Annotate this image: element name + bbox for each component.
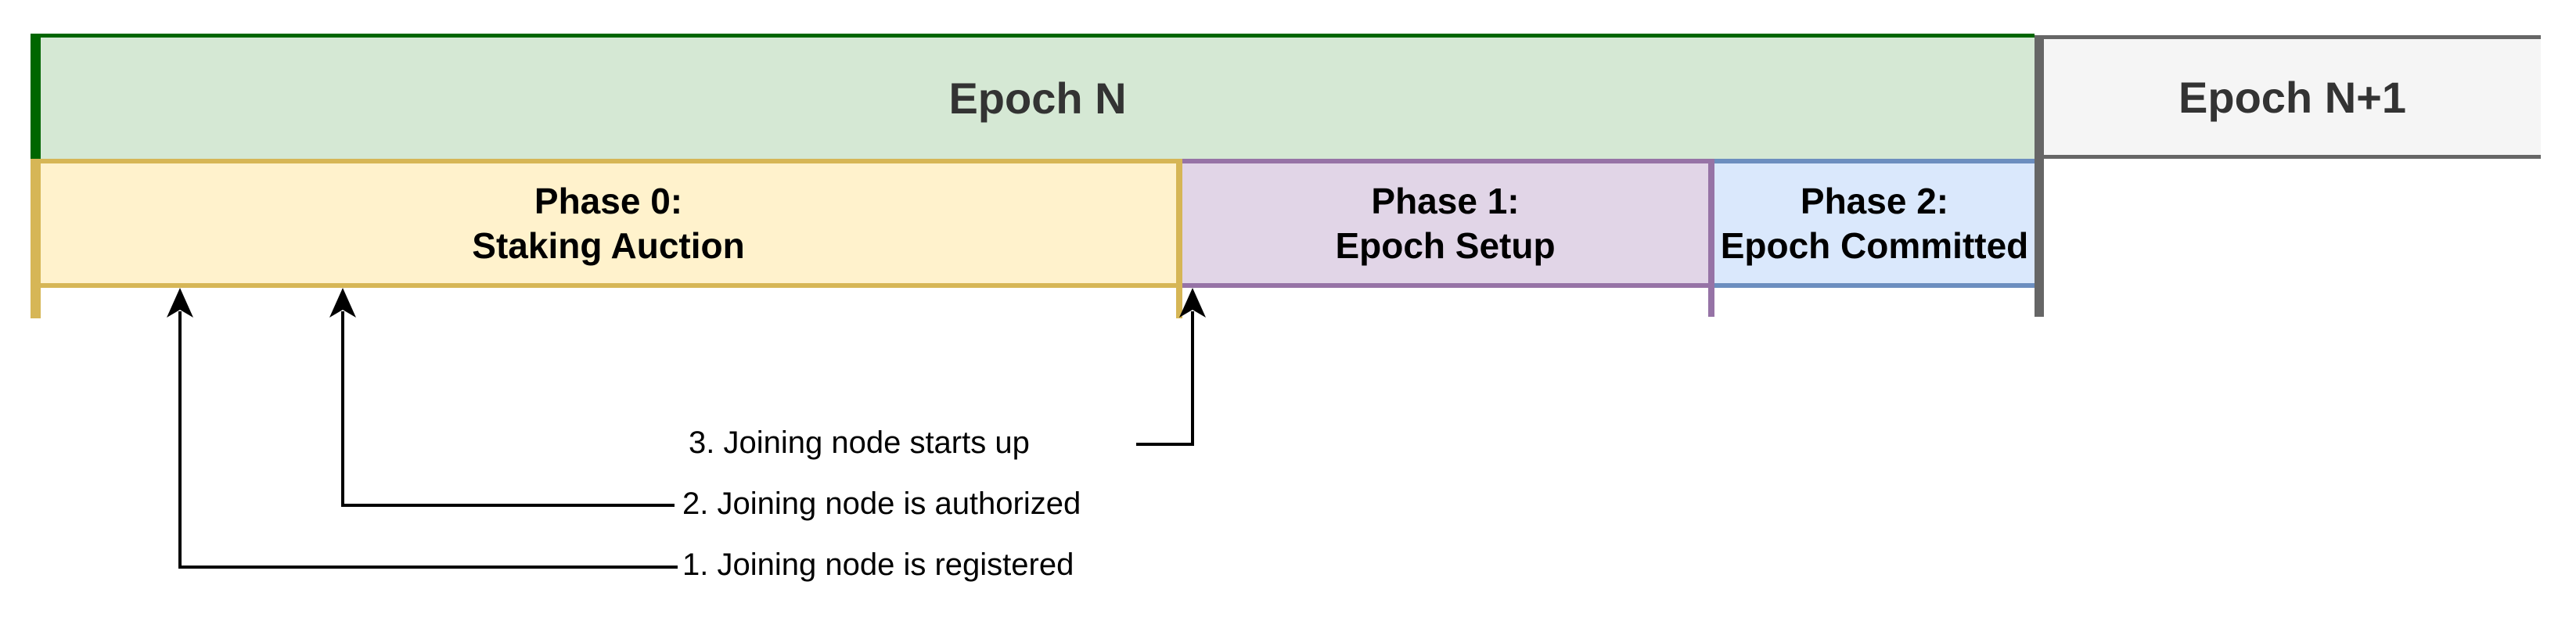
phase-0-title: Phase 0:	[534, 180, 683, 221]
annotation-joining-node-authorized: 2. Joining node is authorized	[682, 487, 1081, 521]
phase-0-left-boundary-line	[31, 159, 41, 318]
phase-1-subtitle: Epoch Setup	[1335, 224, 1556, 266]
phase-0-staking-auction-box: Phase 0: Staking Auction	[41, 159, 1176, 288]
arrow-1-registered-icon	[167, 288, 678, 569]
arrow-2-authorized-icon	[329, 288, 675, 507]
epoch-n-label: Epoch N	[948, 74, 1127, 123]
epoch-boundary-bar	[2035, 35, 2044, 317]
phase-0-subtitle: Staking Auction	[472, 224, 745, 266]
phase-0-phase-1-boundary-line	[1176, 159, 1182, 318]
phase-1-title: Phase 1:	[1371, 180, 1520, 221]
phase-2-subtitle: Epoch Committed	[1720, 224, 2029, 266]
epoch-n-plus-1-bar: Epoch N+1	[2044, 35, 2541, 159]
phase-2-epoch-committed-box: Phase 2: Epoch Committed	[1714, 159, 2035, 288]
epoch-n-plus-1-label: Epoch N+1	[2178, 72, 2406, 122]
annotation-joining-node-starts-up: 3. Joining node starts up	[689, 426, 1030, 460]
phase-2-title: Phase 2:	[1800, 180, 1949, 221]
phase-1-epoch-setup-box: Phase 1: Epoch Setup	[1182, 159, 1708, 288]
annotation-joining-node-registered: 1. Joining node is registered	[682, 548, 1074, 582]
phase-1-phase-2-boundary-line	[1708, 159, 1714, 317]
epoch-n-bar: Epoch N	[31, 34, 2035, 159]
arrow-3-starts-up-icon	[1136, 288, 1206, 446]
